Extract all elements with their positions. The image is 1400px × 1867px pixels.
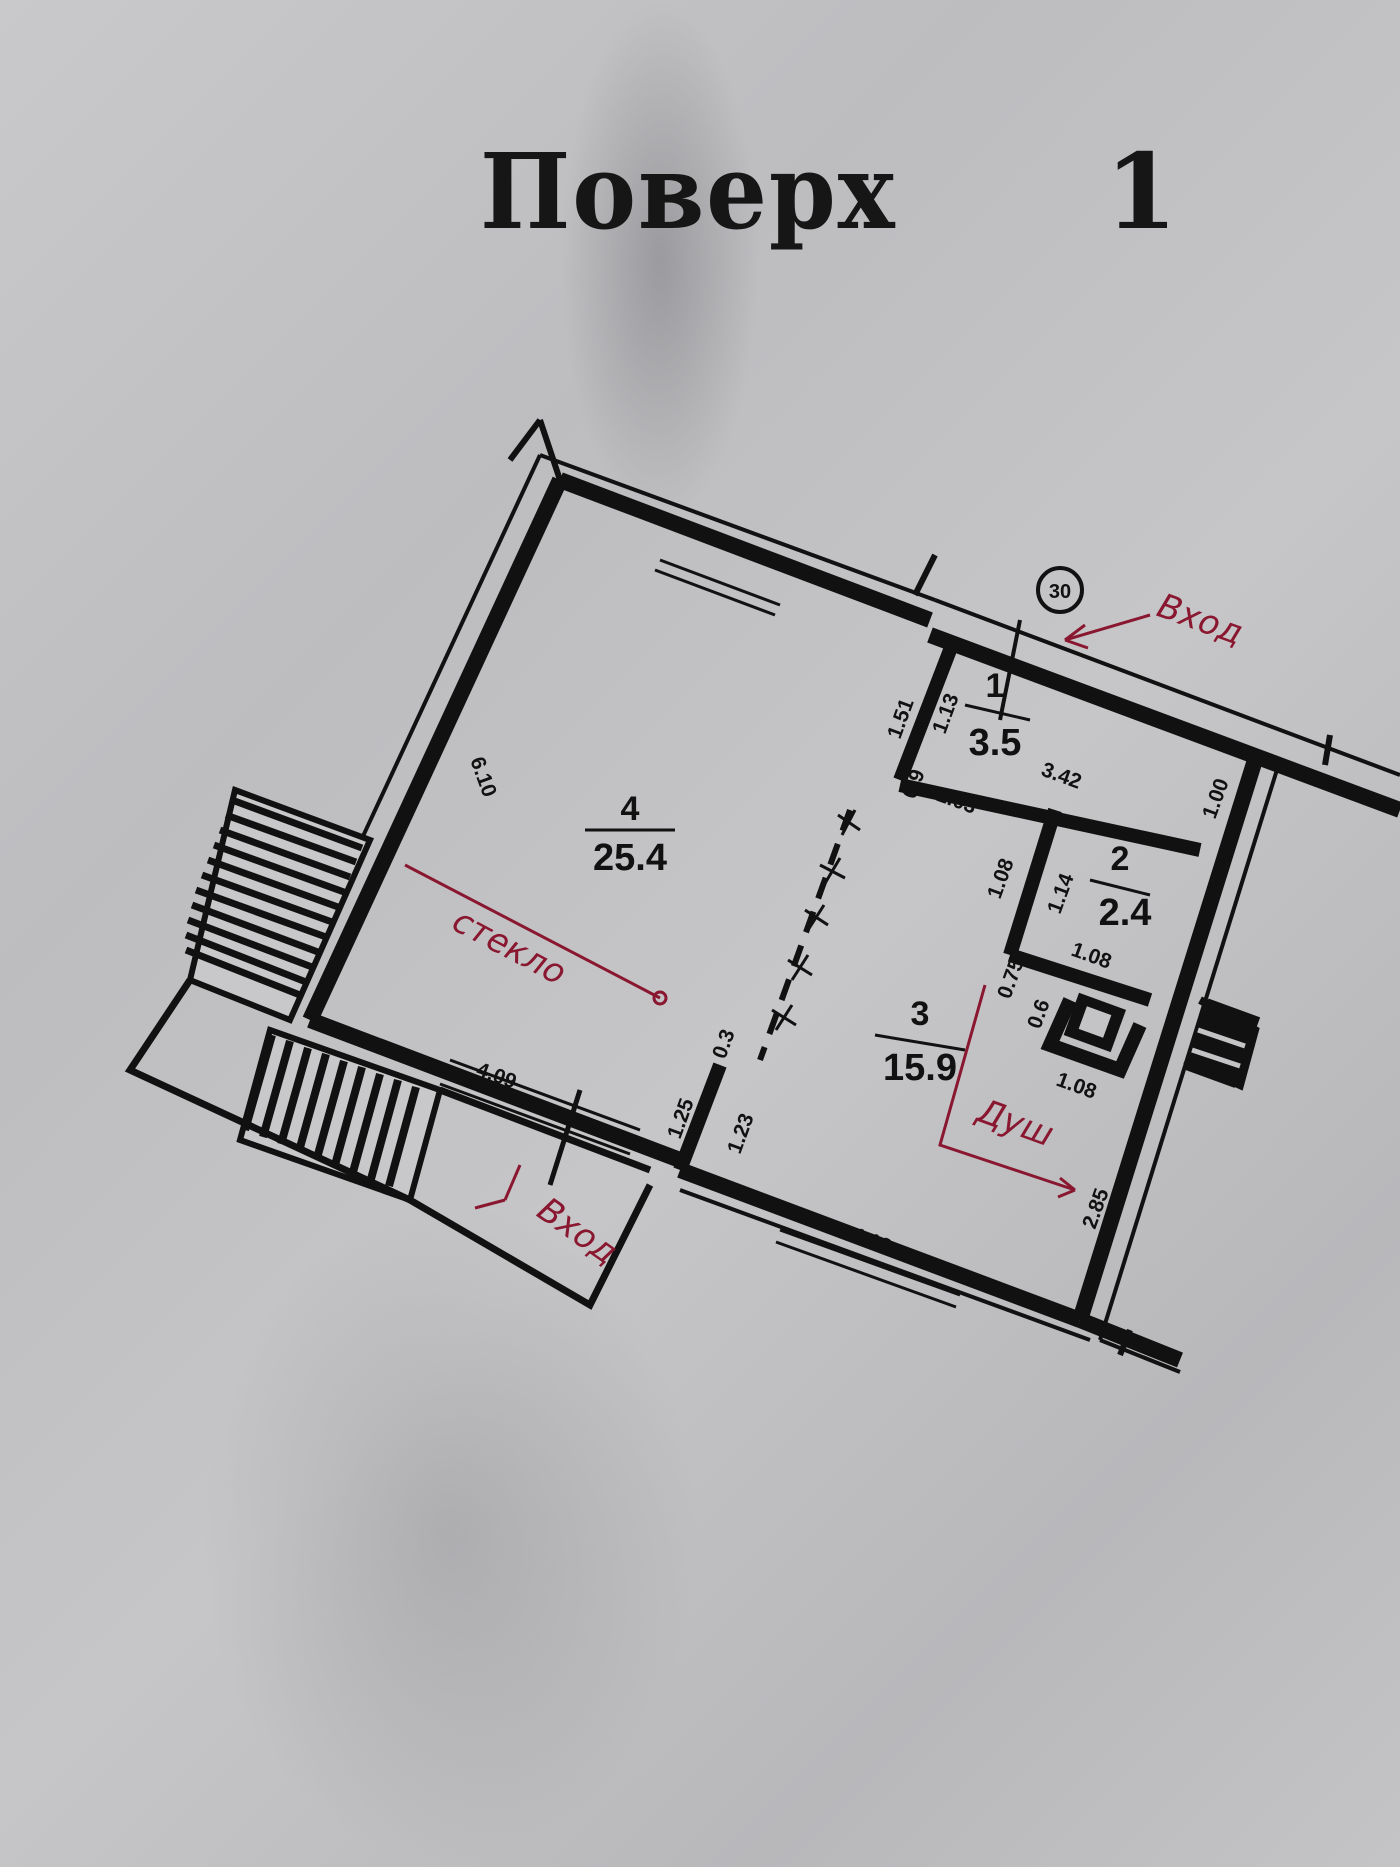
dim-room4-side: 6.10 (465, 754, 501, 800)
interior-walls (673, 647, 1202, 1173)
room-4-area: 25.4 (593, 837, 667, 879)
room-3-label: 3 15.9 (874, 995, 966, 1089)
dim-partition-b: 1.23 (723, 1110, 759, 1156)
wall-room2-left (1003, 807, 1062, 958)
room-3-area: 15.9 (883, 1047, 957, 1089)
arch-dashed-line (757, 808, 861, 1062)
wall-room1-left (893, 647, 957, 783)
wall-niche (1040, 997, 1147, 1079)
dim-room2-bottom: 1.08 (1068, 938, 1115, 974)
room-4-label: 4 25.4 (585, 790, 675, 879)
paper-fold-shadow (560, 0, 760, 520)
entry-top-text: Вход (1152, 586, 1248, 654)
room-2-area: 2.4 (1099, 892, 1152, 934)
dim-room2-inner: 1.14 (1043, 870, 1079, 917)
right-block (1182, 998, 1261, 1088)
paper-shadow (200, 1200, 700, 1867)
window-bottom-right (775, 1228, 961, 1309)
glass-text: стекло (446, 901, 573, 994)
page-title: Поверх (480, 130, 897, 253)
entry-top-line (998, 619, 1022, 721)
niche-void (1078, 1006, 1112, 1038)
wall-partition (673, 1062, 727, 1173)
dim-room1-far: 1.00 (1198, 775, 1234, 821)
floor-number: 1 (1105, 130, 1178, 253)
wall-bottom-room3 (677, 1162, 1083, 1328)
glass-annotation: стекло (404, 863, 668, 1006)
room-4-number: 4 (621, 790, 640, 828)
wall-top-right (927, 627, 1400, 818)
shower-annotation: Душ (938, 984, 1076, 1199)
entry-top-annotation: Вход (1064, 586, 1248, 654)
dim-partition-c: 0.3 (708, 1026, 740, 1061)
room-2-number: 2 (1111, 840, 1130, 878)
entry-bottom-text: Вход (530, 1190, 625, 1273)
window-top (654, 558, 781, 617)
room-1-number: 1 (986, 667, 1005, 705)
dim-room1-bottom: 1.03 (933, 783, 979, 819)
wall-extension (1077, 1312, 1183, 1368)
wall-ticks (507, 418, 1333, 1357)
stairs-lower (236, 1026, 444, 1204)
wall-room2-bottom (1007, 948, 1153, 1007)
wall-top-room4 (557, 472, 933, 628)
dim-room2-left: 1.08 (983, 855, 1019, 902)
right-block-lines (1191, 1027, 1246, 1069)
marker-30: 30 (1036, 566, 1084, 614)
dim-room3-right: 1.08 (1053, 1068, 1100, 1104)
stairs-upper (184, 786, 375, 1024)
wall-left-room4 (302, 476, 568, 1024)
room-3-number: 3 (911, 995, 930, 1033)
room-2-label: 2 2.4 (1089, 840, 1152, 934)
dim-room3-niche: 0.75 (993, 955, 1029, 1002)
marker-label: 30 (1049, 581, 1071, 603)
shower-text: Душ (970, 1090, 1059, 1155)
window-bottom-left (439, 1058, 641, 1186)
porch-outline (124, 978, 654, 1310)
room-1-label: 1 3.5 (964, 667, 1031, 764)
room-1-area: 3.5 (969, 722, 1022, 764)
dim-room3-niche2: 0.6 (1023, 996, 1055, 1031)
dim-room1-right: 3.42 (1038, 758, 1084, 794)
